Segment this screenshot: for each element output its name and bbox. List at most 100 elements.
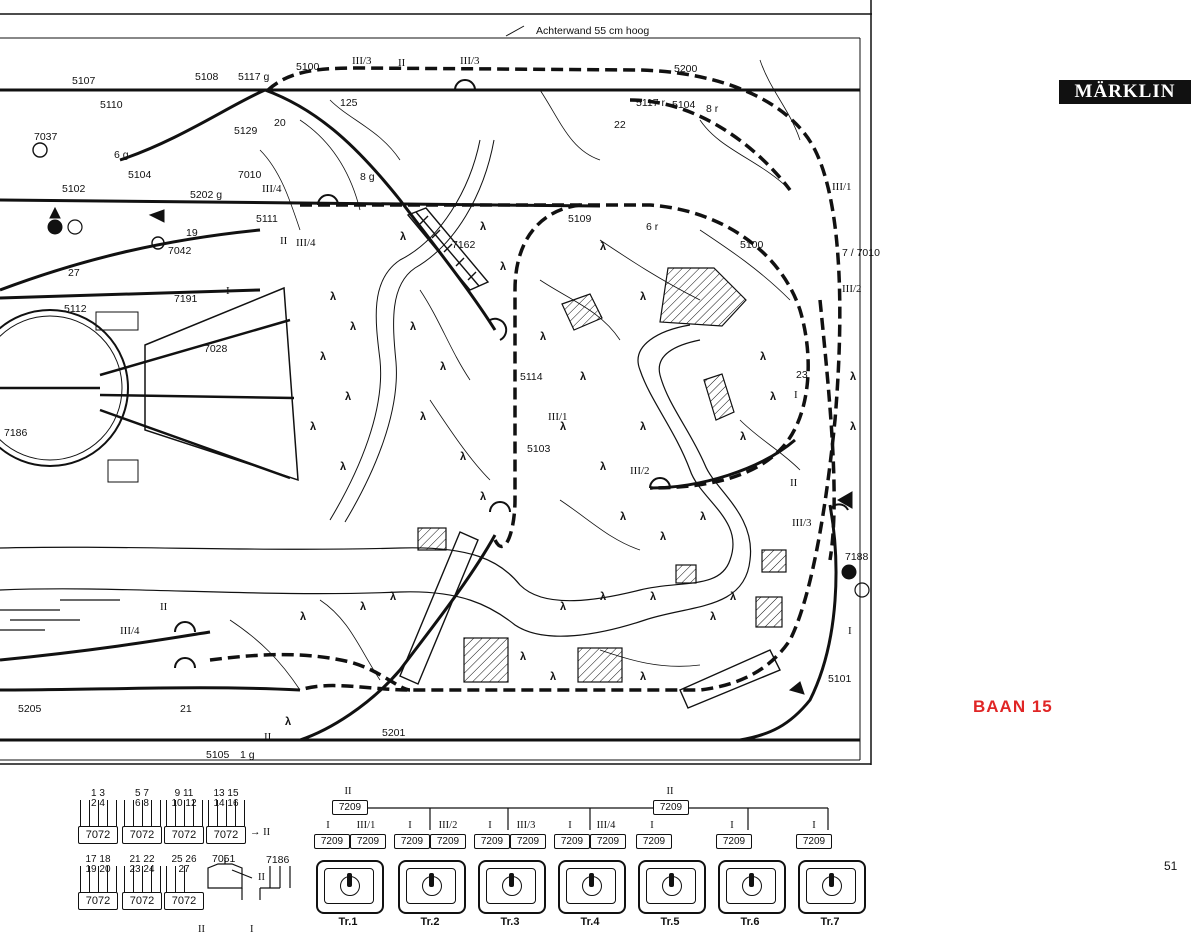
back-wall-note: Achterwand 55 cm hoog [536,25,649,37]
svg-text:II: II [160,601,168,613]
svg-text:II: II [398,57,406,69]
transformer-unit: 7209 [653,800,689,815]
track-label: 5109 [568,213,592,225]
track-label: 5201 [382,727,406,739]
svg-text:λ: λ [500,261,506,273]
track-label: 21 [180,703,192,715]
transformer-knob-box[interactable] [558,860,626,914]
svg-text:λ: λ [850,371,856,383]
decoder-7072: 7072 [122,892,162,910]
svg-text:λ: λ [460,451,466,463]
track-label: 5112 [64,303,87,315]
track-label: 7162 [452,239,476,251]
track-label: 8 g [360,171,375,183]
svg-text:I: I [226,285,230,297]
decoder-7072: 7072 [122,826,162,844]
track-label: 20 [274,117,286,129]
svg-text:λ: λ [340,461,346,473]
track-label: 5117 g [238,71,269,83]
track-label: 125 [340,97,358,109]
transformer-knob-box[interactable] [718,860,786,914]
svg-text:λ: λ [770,391,776,403]
track-label: 7188 [845,551,869,563]
svg-text:III/3: III/3 [792,517,812,529]
control-wiring-switchbox [207,858,291,900]
svg-text:λ: λ [710,611,716,623]
svg-text:λ: λ [520,651,526,663]
speed-knob-icon[interactable] [822,873,842,896]
track-label: 5104 [128,169,152,181]
svg-text:λ: λ [540,331,546,343]
svg-text:λ: λ [350,321,356,333]
track-label: 8 r [706,103,719,115]
svg-text:λ: λ [600,591,606,603]
svg-text:λ: λ [760,351,766,363]
track-label: 5101 [828,673,852,685]
svg-text:III/2: III/2 [842,283,862,295]
river [0,324,752,637]
track-label: 5100 [296,61,320,73]
track-label: 5104 [672,99,696,111]
transformer-knob-box[interactable] [638,860,706,914]
bridge [399,207,781,709]
track-label: 5102 [62,183,86,195]
speed-knob-icon[interactable] [422,873,442,896]
track-label: 23 [796,369,808,381]
speed-knob-icon[interactable] [340,873,360,896]
track-label: 5105 [206,749,230,761]
dashed-track [209,66,842,692]
svg-text:λ: λ [300,611,306,623]
track-label: 27 [68,267,80,279]
track-label: 5108 [195,71,219,83]
decoder-7072: 7072 [78,826,118,844]
uncoupler-marks [174,79,849,669]
svg-text:λ: λ [400,231,406,243]
transformer-knob-box[interactable] [798,860,866,914]
page-number: 51 [1164,859,1178,873]
signals [32,142,870,695]
svg-text:λ: λ [310,421,316,433]
svg-text:λ: λ [620,511,626,523]
marklin-logo: MÄRKLIN [1059,80,1191,104]
track-label: 5103 [527,443,551,455]
top-circuit-label: II [666,786,674,797]
track-label: 5107 [72,75,96,87]
track-label: 5111 [256,213,278,225]
speed-knob-icon[interactable] [662,873,682,896]
svg-text:III/3: III/3 [352,55,372,67]
track-label: 5117 r [636,97,665,109]
svg-text:III/2: III/2 [630,465,650,477]
svg-text:λ: λ [285,716,291,728]
speed-knob-icon[interactable] [502,873,522,896]
decoder-7072: 7072 [164,892,204,910]
speed-knob-icon[interactable] [582,873,602,896]
svg-text:λ: λ [330,291,336,303]
svg-text:I: I [848,625,852,637]
transformer-knob-box[interactable] [478,860,546,914]
svg-text:λ: λ [640,421,646,433]
decoder-7072: 7072 [206,826,246,844]
svg-text:λ: λ [650,591,656,603]
transformer-knob-box[interactable] [316,860,384,914]
svg-text:II: II [280,235,288,247]
track-label: 5202 g [190,189,222,201]
svg-text:III/3: III/3 [460,55,480,67]
svg-text:λ: λ [850,421,856,433]
speed-knob-icon[interactable] [742,873,762,896]
svg-text:λ: λ [640,671,646,683]
svg-text:λ: λ [740,431,746,443]
track-label: 6 r [646,221,659,233]
track-label: 5110 [100,99,123,111]
svg-text:λ: λ [600,461,606,473]
track-label: 7010 [238,169,262,181]
svg-text:λ: λ [320,351,326,363]
track-label: 5114 [520,371,543,383]
track-label: 6 g [114,149,129,161]
svg-text:II: II [264,731,272,743]
svg-text:III/4: III/4 [120,625,140,637]
svg-text:λ: λ [420,411,426,423]
transformer-knob-box[interactable] [398,860,466,914]
decoder-7072: 7072 [78,892,118,910]
